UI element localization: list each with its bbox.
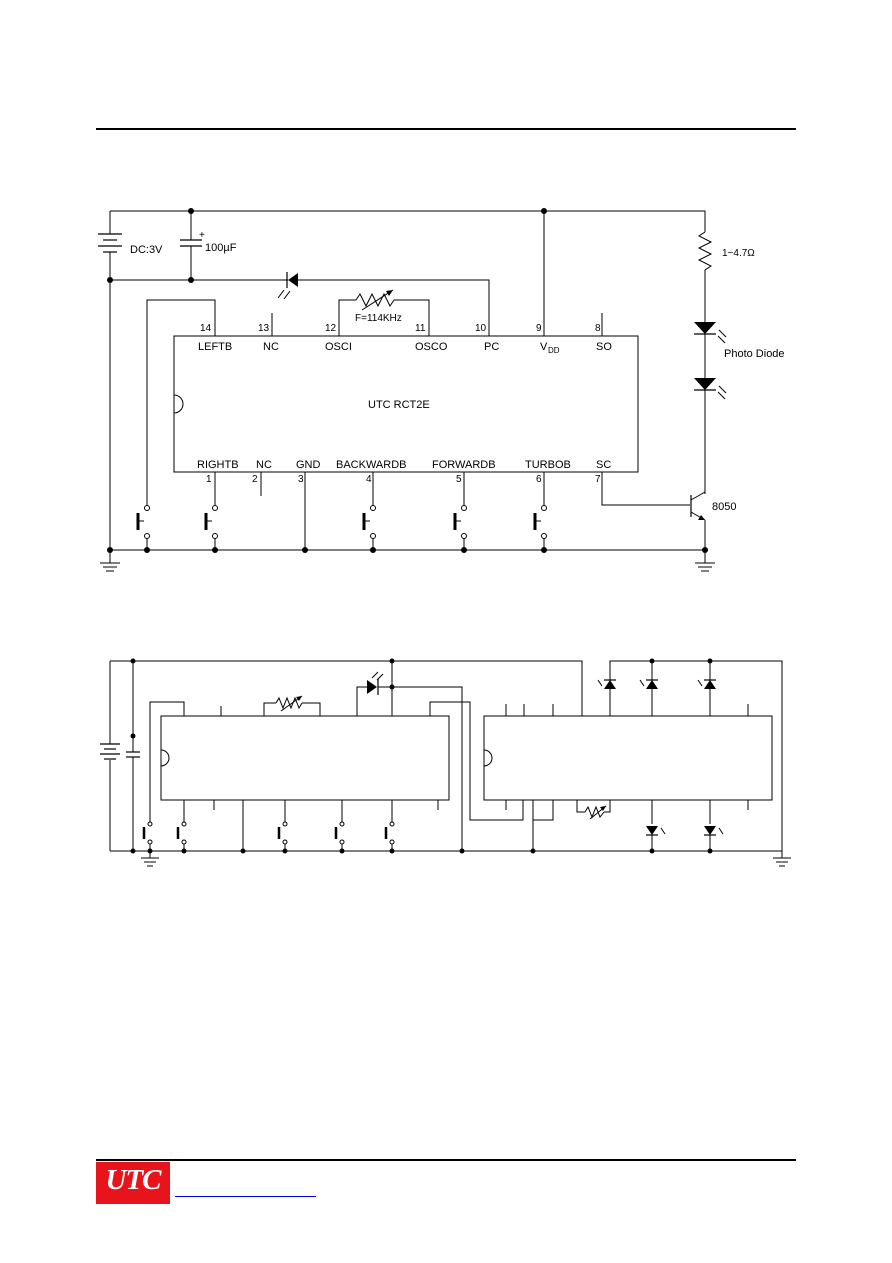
pin-num-9: 9 <box>536 323 542 334</box>
pin-name-osco: OSCO <box>415 341 448 353</box>
pin-num-11: 11 <box>415 323 426 334</box>
circuit-1: DC:3V + 100µF F=114KHz <box>98 208 785 572</box>
pin-name-leftb: LEFTB <box>198 341 232 353</box>
photo-diode-2a <box>597 679 616 689</box>
utc-logo-text: UTC <box>105 1164 162 1196</box>
battery-symbol <box>98 233 122 253</box>
pin-num-10: 10 <box>475 323 487 334</box>
website-link[interactable] <box>175 1196 316 1197</box>
capacitor-label: 100µF <box>205 242 237 254</box>
push-button-2a <box>142 821 153 851</box>
push-button-turbob <box>533 505 547 550</box>
ic-body <box>173 335 639 473</box>
push-button-backwardb <box>362 505 376 550</box>
battery-symbol-2 <box>100 743 120 760</box>
chip-name: UTC RCT2E <box>368 399 430 411</box>
push-button-2c <box>277 821 288 851</box>
push-button-2b <box>176 821 187 851</box>
photo-diode-1 <box>694 322 727 344</box>
pin-num-8: 8 <box>595 323 601 334</box>
push-button-rightb <box>204 505 218 550</box>
transistor-8050 <box>690 491 706 550</box>
push-button-2d <box>334 821 345 851</box>
ground-symbol-2a <box>141 851 159 867</box>
capacitor-plus: + <box>199 230 205 241</box>
photo-diode-2e <box>704 826 724 851</box>
ground-symbol-2b <box>773 851 791 867</box>
pin-name-pc: PC <box>484 341 499 353</box>
pin-name-nc-bottom: NC <box>256 459 272 471</box>
osc-label: F=114KHz <box>355 313 402 324</box>
pin-name-so: SO <box>596 341 612 353</box>
pin-num-2: 2 <box>252 474 258 485</box>
pin-name-osci: OSCI <box>325 341 352 353</box>
photo-diode-2b <box>639 679 658 689</box>
photo-diode-2d <box>646 826 666 851</box>
ir-led-symbol-2 <box>367 671 384 695</box>
pin-num-6: 6 <box>536 474 542 485</box>
push-button-leftb <box>136 505 150 550</box>
circuit-2 <box>100 658 791 867</box>
pin-name-gnd: GND <box>296 459 321 471</box>
pin-name-rightb: RIGHTB <box>197 459 239 471</box>
pin-num-3: 3 <box>298 474 304 485</box>
transistor-label: 8050 <box>712 501 736 513</box>
photo-diode-2 <box>694 378 727 400</box>
pin-num-7: 7 <box>595 474 601 485</box>
capacitor-symbol-2 <box>126 661 140 851</box>
pin-num-4: 4 <box>366 474 372 485</box>
pin-num-1: 1 <box>206 474 212 485</box>
pin-num-14: 14 <box>200 323 212 334</box>
ir-led-symbol <box>277 272 298 300</box>
pin-name-vdd-sub: DD <box>548 346 560 355</box>
pin-name-sc: SC <box>596 459 611 471</box>
photo-diode-label: Photo Diode <box>724 348 785 360</box>
pin-name-nc-top: NC <box>263 341 279 353</box>
resistor-symbol <box>697 231 713 322</box>
pin-name-turbob: TURBOB <box>525 459 571 471</box>
pin-name-backwardb: BACKWARDB <box>336 459 407 471</box>
push-button-2e <box>384 821 395 851</box>
ground-symbol-left <box>100 550 120 572</box>
photo-diode-2c <box>697 679 716 689</box>
pin-num-5: 5 <box>456 474 462 485</box>
pin-num-12: 12 <box>325 323 337 334</box>
pin-num-13: 13 <box>258 323 270 334</box>
battery-label: DC:3V <box>130 244 163 256</box>
pin-name-forwardb: FORWARDB <box>432 459 496 471</box>
capacitor-symbol <box>180 211 202 280</box>
ground-symbol-right <box>695 550 715 572</box>
ic-body-2b <box>483 715 773 801</box>
resistor-label: 1~4.7Ω <box>722 248 755 259</box>
utc-logo <box>96 1162 170 1204</box>
ic-body-2a <box>160 715 450 801</box>
pin-name-vdd: V <box>540 341 548 353</box>
push-button-forwardb <box>453 505 467 550</box>
